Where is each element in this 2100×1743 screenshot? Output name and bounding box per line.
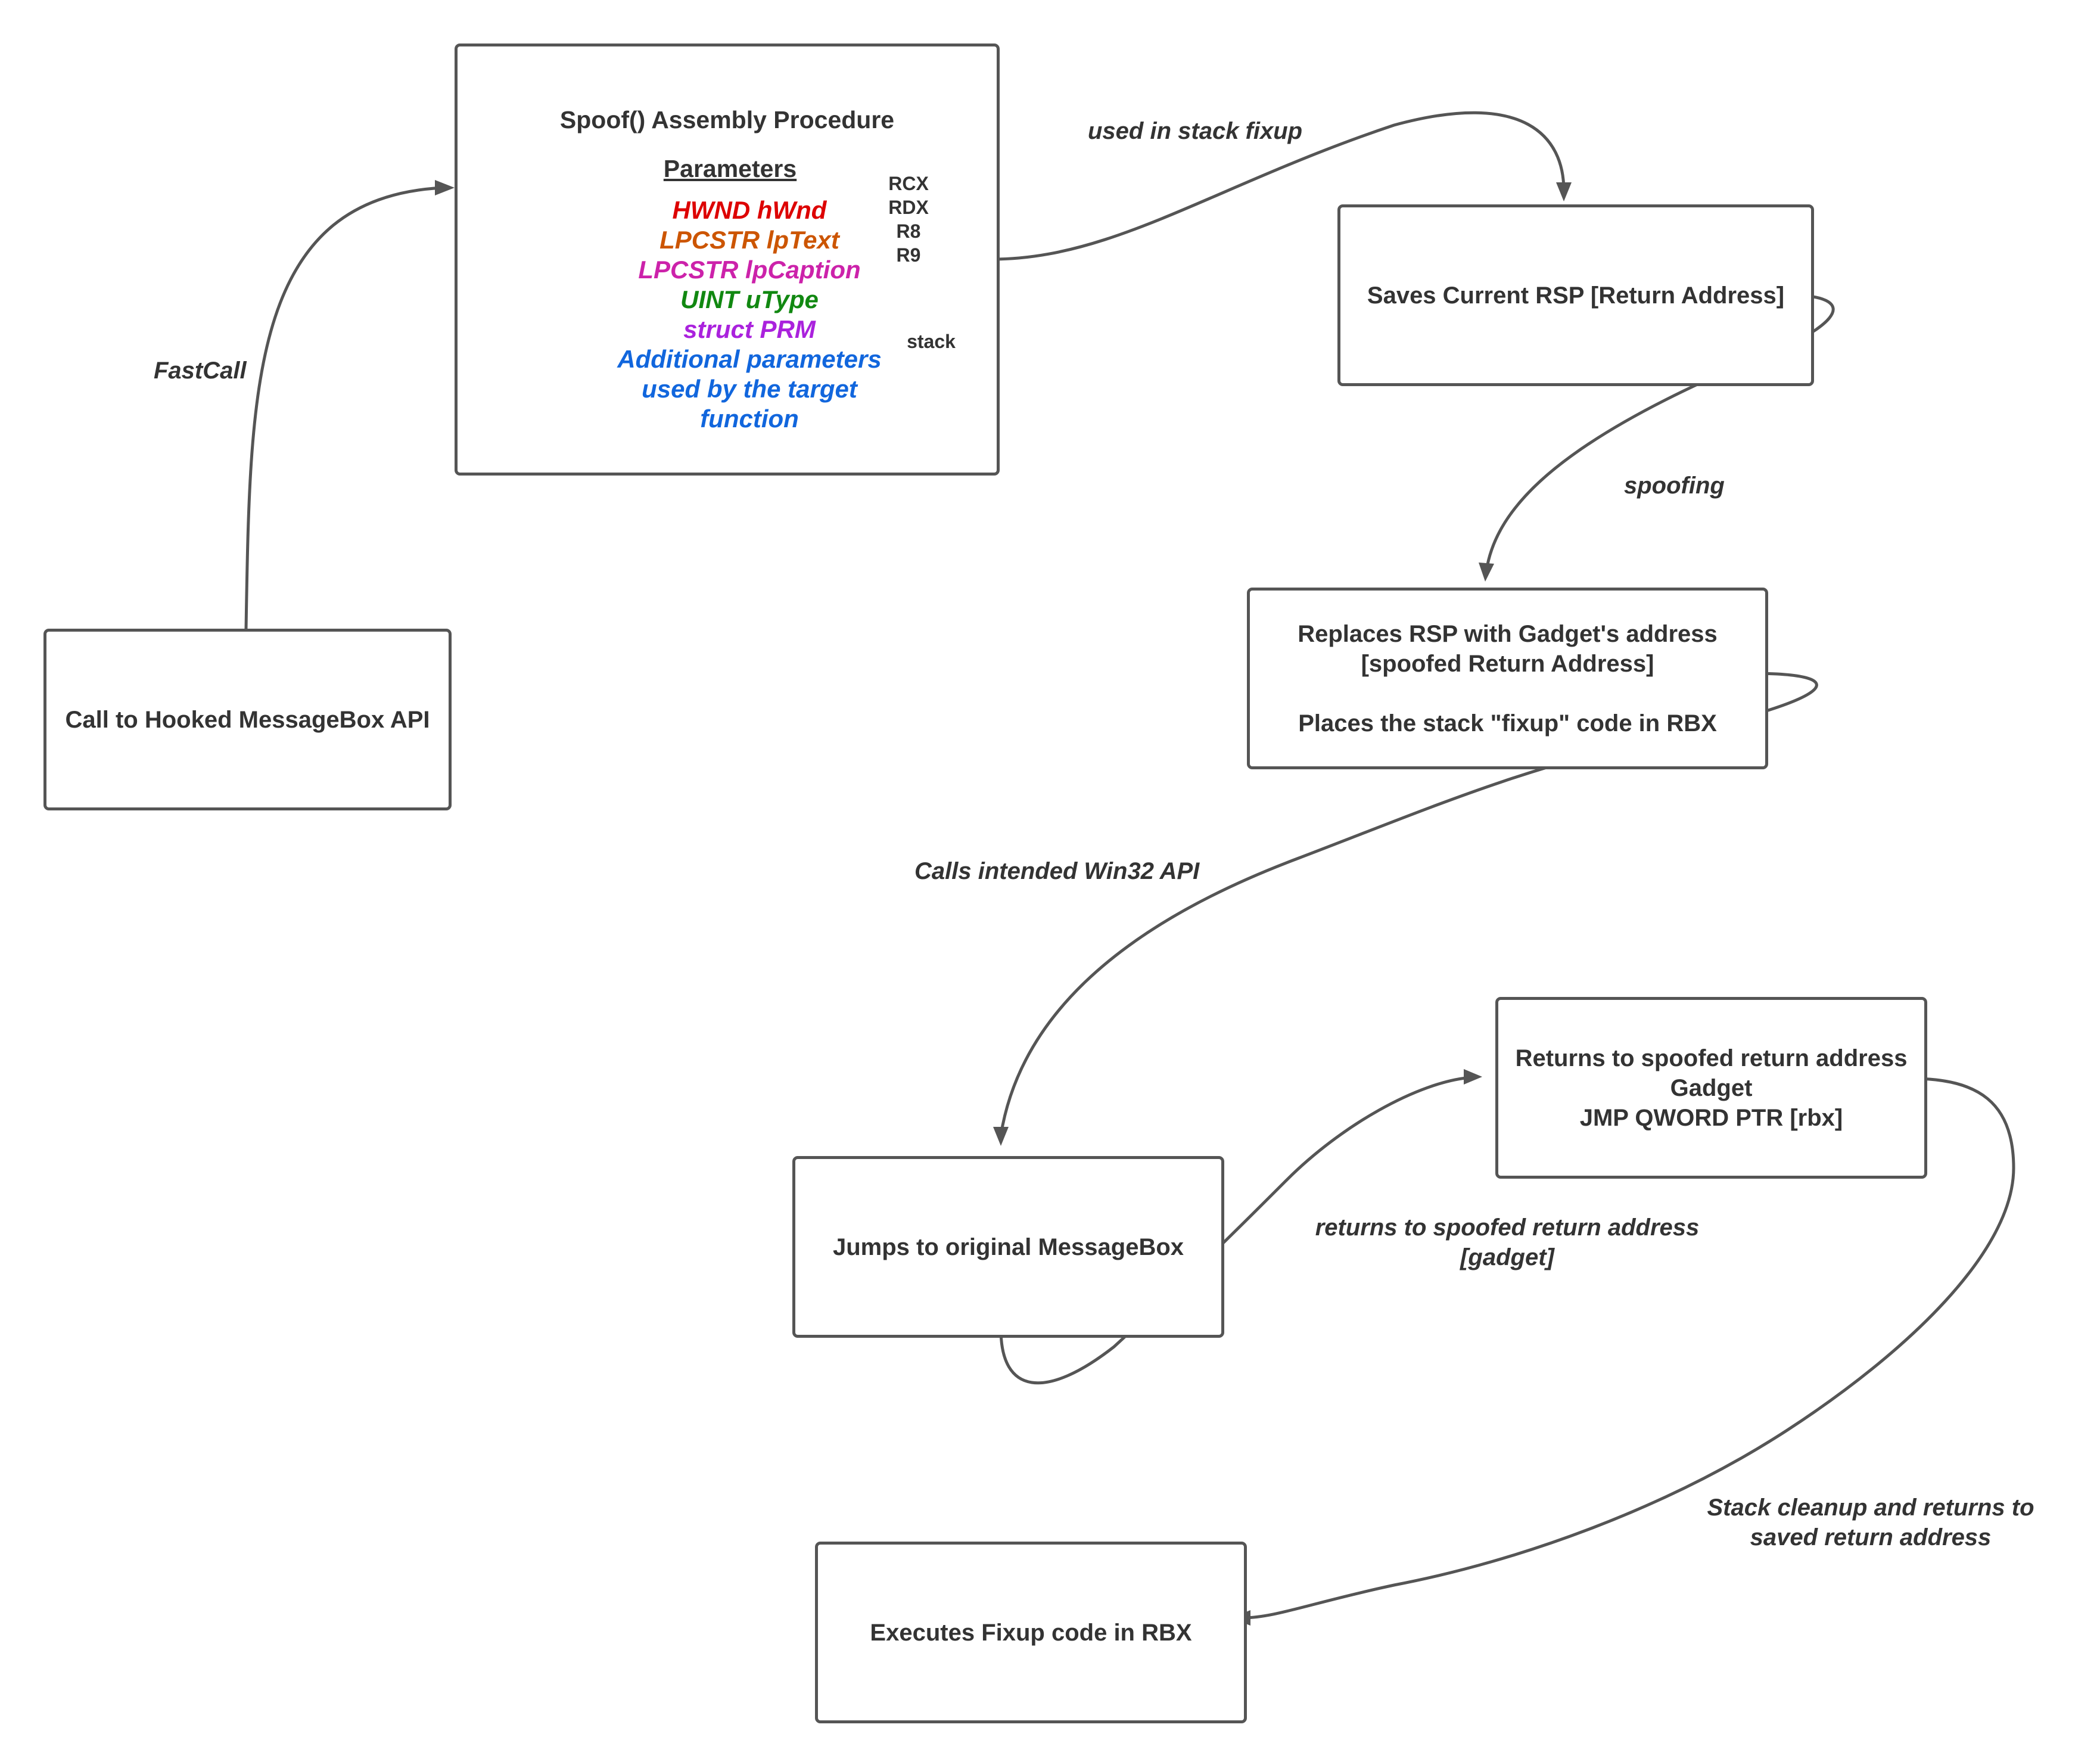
edge-label-line: used in stack fixup bbox=[1088, 118, 1303, 144]
edge-label-line: saved return address bbox=[1750, 1524, 1992, 1551]
edge-label-line: Stack cleanup and returns to bbox=[1707, 1495, 2034, 1521]
node-label: Jumps to original MessageBox bbox=[832, 1234, 1184, 1260]
register-label: RCX bbox=[888, 173, 929, 194]
node-line: [spoofed Return Address] bbox=[1361, 650, 1654, 677]
arrowhead bbox=[1556, 182, 1572, 201]
register-label: R8 bbox=[896, 220, 921, 242]
param-lptext: LPCSTR lpText bbox=[659, 226, 839, 254]
node-hooked-call: Call to Hooked MessageBox API bbox=[43, 629, 452, 810]
node-save-rsp: Saves Current RSP [Return Address] bbox=[1337, 204, 1814, 386]
node-exec-fixup: Executes Fixup code in RBX bbox=[815, 1542, 1247, 1723]
node-title: Spoof() Assembly Procedure bbox=[559, 106, 895, 133]
edge-label-line: spoofing bbox=[1624, 473, 1725, 499]
params-heading: Parameters bbox=[663, 155, 797, 182]
node-line: Returns to spoofed return address bbox=[1515, 1045, 1908, 1071]
node-line: JMP QWORD PTR [rbx] bbox=[1579, 1104, 1843, 1131]
edge-label-fastcall: FastCall bbox=[154, 356, 247, 386]
edge-label-line: Calls intended Win32 API bbox=[914, 858, 1200, 884]
param-lpcaption: LPCSTR lpCaption bbox=[638, 256, 861, 284]
node-line: Replaces RSP with Gadget's address bbox=[1298, 620, 1718, 647]
param-additional-line: Additional parameters bbox=[617, 345, 882, 373]
arrowhead bbox=[435, 180, 455, 195]
edge-label-spoofing: spoofing bbox=[1624, 471, 1725, 501]
node-returns-gadget: Returns to spoofed return address Gadget… bbox=[1495, 997, 1927, 1179]
param-additional-line: used by the target bbox=[642, 375, 857, 403]
node-label: Call to Hooked MessageBox API bbox=[65, 706, 430, 733]
edge-fastcall bbox=[244, 186, 446, 630]
register-label: R9 bbox=[896, 244, 921, 266]
register-label: RDX bbox=[888, 197, 929, 218]
arrowhead bbox=[993, 1127, 1009, 1146]
edge-label-stack-fixup: used in stack fixup bbox=[1088, 116, 1302, 146]
edge-label-line: [gadget] bbox=[1460, 1244, 1554, 1270]
edge-label-line: returns to spoofed return address bbox=[1315, 1214, 1700, 1241]
edge-label-calls-win32: Calls intended Win32 API bbox=[914, 856, 1199, 886]
edge-label-cleanup: Stack cleanup and returns to saved retur… bbox=[1686, 1493, 2055, 1552]
param-struct-prm: struct PRM bbox=[683, 315, 816, 343]
node-jumps-original: Jumps to original MessageBox bbox=[792, 1156, 1224, 1338]
node-line: Places the stack "fixup" code in RBX bbox=[1298, 710, 1717, 737]
arrowhead bbox=[1479, 563, 1494, 582]
node-line: Gadget bbox=[1670, 1074, 1753, 1101]
node-label: Saves Current RSP [Return Address] bbox=[1367, 282, 1785, 309]
edge-label-line: FastCall bbox=[154, 358, 247, 384]
node-spoof-procedure: Spoof() Assembly Procedure Parameters HW… bbox=[455, 44, 1000, 476]
edge-label-returns-spoofed: returns to spoofed return address [gadge… bbox=[1299, 1213, 1716, 1272]
param-utype: UINT uType bbox=[680, 285, 819, 313]
param-additional-line: function bbox=[700, 405, 799, 433]
node-label: Executes Fixup code in RBX bbox=[870, 1619, 1192, 1646]
stack-label: stack bbox=[907, 331, 956, 352]
edge-stack-fixup bbox=[990, 111, 1566, 261]
param-hwnd: HWND hWnd bbox=[672, 196, 827, 224]
edge-cleanup bbox=[1240, 1077, 2015, 1620]
edge-calls-win32 bbox=[999, 672, 1818, 1137]
arrowhead bbox=[1464, 1069, 1482, 1085]
node-replace-rsp: Replaces RSP with Gadget's address [spoo… bbox=[1247, 588, 1768, 769]
